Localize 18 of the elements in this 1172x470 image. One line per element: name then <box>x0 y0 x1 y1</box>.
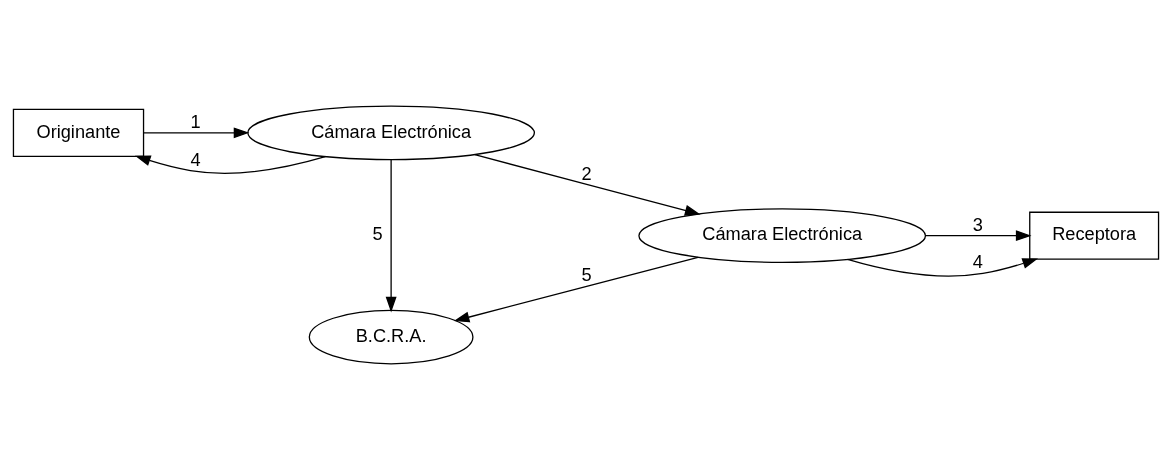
node-box: Receptora <box>1029 211 1160 260</box>
edge-label: 5 <box>372 223 383 244</box>
arrow <box>143 127 250 139</box>
arrow <box>846 258 1039 277</box>
edge-label: 3 <box>972 214 983 235</box>
edge-label: 2 <box>581 163 592 184</box>
arrow <box>453 256 699 323</box>
node-box: Originante <box>12 108 145 157</box>
arrow <box>925 230 1032 242</box>
arrow <box>474 154 701 216</box>
arrow <box>385 158 397 313</box>
arrow <box>134 155 326 174</box>
edge-label: 4 <box>190 149 201 170</box>
edge-label: 5 <box>581 265 592 286</box>
node-ellipse: Cámara Electrónica <box>247 105 535 161</box>
edge-label: 1 <box>190 111 201 132</box>
edge-label: 4 <box>972 252 983 273</box>
node-ellipse: Cámara Electrónica <box>638 208 927 263</box>
